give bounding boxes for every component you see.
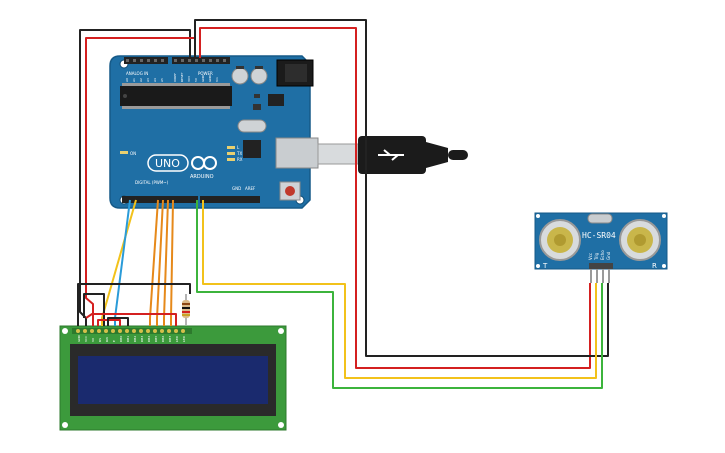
wire-black [77, 283, 191, 326]
wire-black [83, 293, 105, 326]
power-pin-label: IOREF [173, 73, 177, 82]
resistor [182, 294, 190, 325]
uno-label: UNO [155, 157, 180, 170]
analog-pin-label: A5 [160, 78, 164, 82]
wire-yellow [101, 199, 137, 326]
sensor-t-label: T [542, 262, 548, 270]
power-header-label: POWER [198, 71, 213, 76]
wire-orange [156, 199, 164, 326]
lcd-pin-label: LED [182, 335, 186, 342]
receiver-transducer [619, 219, 661, 261]
sensor-pin-gnd-label: Gnd [606, 251, 611, 260]
usb-icon [378, 149, 404, 161]
wire-orange [163, 199, 169, 326]
hc-sr04-sensor[interactable]: HC-SR04 T R Vcc Trig Echo Gnd [534, 212, 668, 283]
wire-yellow [202, 200, 597, 379]
voltage-regulator [268, 94, 284, 106]
lcd-pin-label: LED [175, 335, 179, 342]
sensor-pin-echo-label: Echo [600, 250, 605, 260]
analog-header-label: ANALOG IN [126, 71, 148, 76]
analog-header [124, 57, 168, 64]
aref-label: AREF [245, 186, 256, 191]
lcd-pin-label: DB4 [147, 336, 151, 342]
atmega-chip [120, 86, 232, 106]
lcd-pin-label: DB3 [140, 336, 144, 342]
lcd-pin-label: DB7 [168, 336, 172, 342]
power-pin-label: 5V [194, 77, 198, 82]
icsp-header [254, 94, 260, 98]
lcd-pin-label: DB1 [126, 336, 130, 342]
uno-badge [147, 154, 189, 172]
wire-orange [149, 199, 159, 326]
wire-black [79, 29, 191, 326]
reset-button[interactable] [285, 186, 295, 196]
arduino-brand-label: ARDUINO [190, 174, 214, 180]
sensor-crystal [587, 213, 613, 224]
lcd-pin-label: GND [77, 334, 81, 342]
analog-pin-label: A1 [132, 78, 136, 82]
led-tx-label: TX [236, 151, 242, 156]
usb-cable [275, 136, 468, 174]
led-l-label: L [237, 145, 240, 150]
wire-black [194, 19, 609, 357]
lcd-pin-label: VCC [84, 336, 88, 342]
capacitor [231, 67, 249, 85]
lcd-screen [78, 356, 268, 404]
lcd-pin-label: DB0 [119, 336, 123, 342]
lcd-pin-label: DB6 [161, 336, 165, 342]
analog-pin-label: A0 [125, 78, 129, 82]
arduino-uno-board[interactable]: ANALOG IN POWER L TX RX ON [109, 55, 314, 209]
lcd-pin-label: RW [105, 337, 109, 342]
power-pin-label: GND [201, 74, 205, 82]
power-pin-label: RESET [180, 72, 184, 82]
usb-b-port [275, 137, 319, 169]
wire-red [199, 27, 591, 369]
power-pin-label: 3V3 [187, 76, 191, 82]
led-rx-label: RX [237, 157, 243, 162]
lcd-pin-label: DB2 [133, 336, 137, 342]
wire-red [85, 313, 177, 326]
usb-interface-chip [243, 140, 261, 158]
transmitter-transducer [539, 219, 581, 261]
wire-black [107, 317, 129, 326]
analog-pin-label: A2 [139, 78, 143, 82]
power-pin-label: GND [208, 74, 212, 82]
lcd-16x2-display[interactable] [59, 325, 287, 431]
gnd-label: GND [232, 186, 241, 191]
analog-pin-label: A3 [146, 78, 150, 82]
capacitor [250, 67, 268, 85]
power-header [172, 57, 230, 64]
lcd-pin-label: V0 [91, 338, 95, 342]
crystal-oscillator [237, 119, 267, 133]
wire-green [196, 200, 603, 389]
digital-header [122, 196, 260, 203]
sensor-model-label: HC-SR04 [582, 231, 616, 240]
sensor-pin-trig-label: Trig [594, 252, 599, 261]
arduino-logo [191, 156, 217, 170]
lcd-pin-label: RS [98, 338, 102, 342]
digital-header-label: DIGITAL (PWM~) [135, 180, 169, 185]
led-on-label: ON [130, 151, 136, 156]
sensor-r-label: R [652, 262, 657, 270]
wire-orange [170, 199, 174, 326]
sensor-pin-vcc-label: Vcc [588, 253, 593, 260]
lcd-pin-label: DB5 [154, 336, 158, 342]
lcd-pin-label: E [112, 340, 116, 342]
analog-pin-label: A4 [153, 78, 157, 82]
lcd-pin-header [76, 329, 185, 333]
power-pin-label: Vin [215, 77, 219, 82]
